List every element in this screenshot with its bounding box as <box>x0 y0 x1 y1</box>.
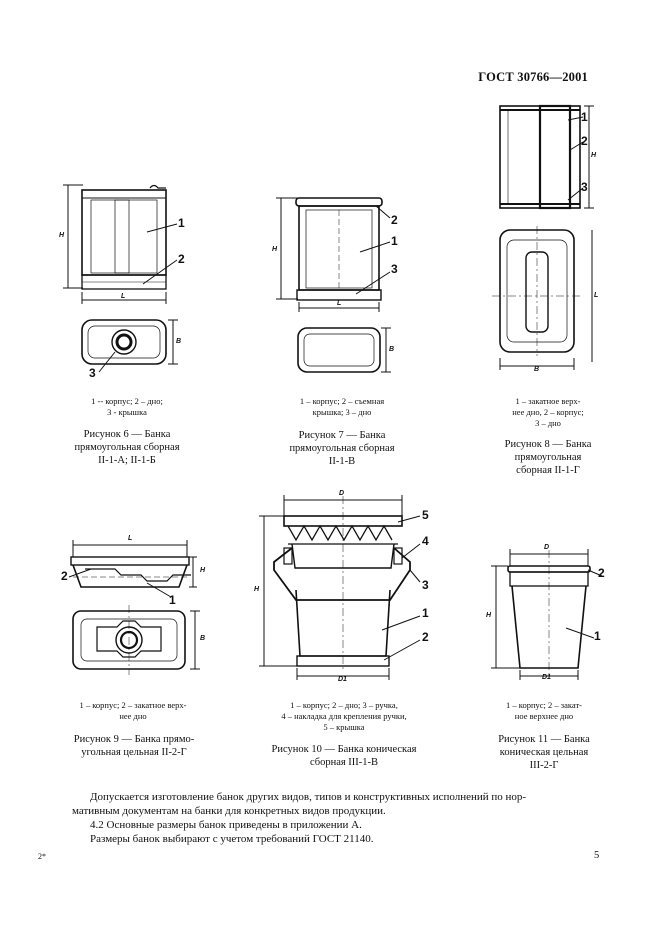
fig10-dim-d1: D1 <box>338 676 347 683</box>
fig11-callout-2: 2 <box>598 566 605 580</box>
paragraph-line: Допускается изготовление банок других ви… <box>90 791 527 803</box>
caption-line: II-1-А; II-1-Б <box>98 455 156 466</box>
fig8-callout-1: 1 <box>581 110 588 124</box>
caption-line: коническая цельная <box>499 747 589 758</box>
caption-line: II-1-В <box>328 456 356 467</box>
figure-7-drawing: H L B 2 1 3 <box>268 192 408 382</box>
paragraph-line: мативным документам на банки для конкрет… <box>72 805 386 817</box>
fig9-dim-b: B <box>200 635 206 642</box>
fig7-dim-b: B <box>389 346 395 353</box>
fig10-dim-h: H <box>254 586 260 593</box>
fig10-callout-2: 2 <box>422 630 429 644</box>
caption-line: прямоугольная сборная <box>74 442 180 453</box>
fig7-dim-h: H <box>272 246 278 253</box>
fig9-dim-l: L <box>128 535 133 542</box>
fig10-callout-1: 1 <box>422 606 429 620</box>
legend-line: 1 – корпус; 2 – закатное верх- <box>79 700 187 710</box>
caption-line: Рисунок 7 — Банка <box>298 430 386 441</box>
legend-line: нее дно <box>119 711 147 721</box>
paragraph-line: 4.2 Основные размеры банок приведены в п… <box>90 819 362 831</box>
figure-8-legend: 1 – закатное верх- нее дно, 2 – корпус; … <box>496 396 600 429</box>
fig6-callout-1: 1 <box>178 216 185 230</box>
figure-7-legend: 1 – корпус; 2 – съемная крышка; 3 – дно <box>280 396 404 418</box>
fig8-callout-3: 3 <box>581 180 588 194</box>
caption-line: сборная II-1-Г <box>516 465 580 476</box>
legend-line: 1 – корпус; 2 – дно; 3 – ручка, <box>290 700 398 710</box>
legend-line: 3 – дно <box>535 418 561 428</box>
legend-line: 1 – закатное верх- <box>515 396 581 406</box>
fig8-dim-h: H <box>591 152 597 159</box>
page-number: 5 <box>594 850 600 861</box>
footer-signature-mark: 2* <box>38 852 46 861</box>
legend-line: ное верхнее дно <box>514 711 574 721</box>
fig6-dim-l: L <box>121 293 126 300</box>
fig11-dim-h: H <box>486 612 492 619</box>
figure-8-caption: Рисунок 8 — Банка прямоугольная сборная … <box>486 438 610 477</box>
caption-line: Рисунок 11 — Банка <box>498 734 590 745</box>
fig8-dim-b: B <box>534 366 540 373</box>
figure-10-caption: Рисунок 10 — Банка коническая сборная II… <box>252 743 436 769</box>
figure-6-caption: Рисунок 6 — Банка прямоугольная сборная … <box>62 428 192 467</box>
body-paragraph-cont: мативным документам на банки для конкрет… <box>72 804 598 818</box>
figure-8-drawing: H L B 1 2 3 <box>488 100 608 385</box>
fig8-dim-l: L <box>594 292 599 299</box>
legend-line: 4 – накладка для крепления ручки, <box>281 711 407 721</box>
body-paragraph: Допускается изготовление банок других ви… <box>72 790 598 804</box>
document-header: ГОСТ 30766—2001 <box>478 70 588 84</box>
legend-line: 1 – корпус; 2 – съемная <box>299 396 385 406</box>
legend-line: 1 – корпус; 2 – закат- <box>506 700 582 710</box>
paragraph-line: Размеры банок выбирают с учетом требован… <box>90 833 374 845</box>
legend-line: крышка; 3 – дно <box>312 407 372 417</box>
legend-line: нее дно, 2 – корпус; <box>512 407 584 417</box>
fig6-dim-b: B <box>176 338 182 345</box>
fig7-dim-l: L <box>337 300 342 307</box>
caption-line: сборная III-1-В <box>309 757 379 768</box>
fig11-callout-1: 1 <box>594 629 601 643</box>
figure-10-legend: 1 – корпус; 2 – дно; 3 – ручка, 4 – накл… <box>256 700 432 733</box>
fig8-callout-2: 2 <box>581 134 588 148</box>
fig7-callout-3: 3 <box>391 262 398 276</box>
figure-7-caption: Рисунок 7 — Банка прямоугольная сборная … <box>272 429 412 468</box>
fig10-callout-4: 4 <box>422 534 429 548</box>
caption-line: Рисунок 6 — Банка <box>83 429 171 440</box>
fig6-callout-2: 2 <box>178 252 185 266</box>
fig9-callout-2: 2 <box>61 569 68 583</box>
legend-line: 3 - крышка <box>107 407 147 417</box>
fig11-dim-d1: D1 <box>542 674 551 681</box>
figure-6-legend: 1 -- корпус; 2 – дно; 3 - крышка <box>72 396 182 418</box>
caption-line: Рисунок 8 — Банка <box>504 439 592 450</box>
figure-11-caption: Рисунок 11 — Банка коническая цельная II… <box>488 733 600 772</box>
caption-line: угольная цельная II-2-Г <box>81 747 187 758</box>
caption-line: Рисунок 9 — Банка прямо- <box>73 734 195 745</box>
fig6-callout-3: 3 <box>89 366 96 380</box>
figure-10-drawing: D H D1 5 4 3 1 2 <box>252 490 442 685</box>
figure-11-legend: 1 – корпус; 2 – закат- ное верхнее дно <box>488 700 600 722</box>
legend-line: 5 – крышка <box>323 722 365 732</box>
fig10-callout-3: 3 <box>422 578 429 592</box>
fig7-callout-2: 2 <box>391 213 398 227</box>
caption-line: прямоугольная <box>514 452 582 463</box>
fig6-dim-h: H <box>59 232 65 239</box>
caption-line: прямоугольная сборная <box>289 443 395 454</box>
figure-6-drawing: H L B 1 2 3 <box>55 180 195 380</box>
fig9-dim-h: H <box>200 567 206 574</box>
fig9-callout-1: 1 <box>169 593 176 607</box>
fig11-dim-d: D <box>544 544 550 551</box>
caption-line: Рисунок 10 — Банка коническая <box>271 744 417 755</box>
fig7-callout-1: 1 <box>391 234 398 248</box>
figure-9-caption: Рисунок 9 — Банка прямо- угольная цельна… <box>64 733 204 759</box>
caption-line: III-2-Г <box>529 760 559 771</box>
fig10-callout-5: 5 <box>422 508 429 522</box>
figure-9-drawing: L H B 2 1 <box>55 535 215 680</box>
section-4-2: 4.2 Основные размеры банок приведены в п… <box>72 818 598 832</box>
figure-11-drawing: D H D1 2 1 <box>480 540 610 685</box>
figure-9-legend: 1 – корпус; 2 – закатное верх- нее дно <box>67 700 199 722</box>
fig10-dim-d: D <box>339 490 345 497</box>
body-paragraph-sizes: Размеры банок выбирают с учетом требован… <box>72 832 598 846</box>
legend-line: 1 -- корпус; 2 – дно; <box>91 396 163 406</box>
